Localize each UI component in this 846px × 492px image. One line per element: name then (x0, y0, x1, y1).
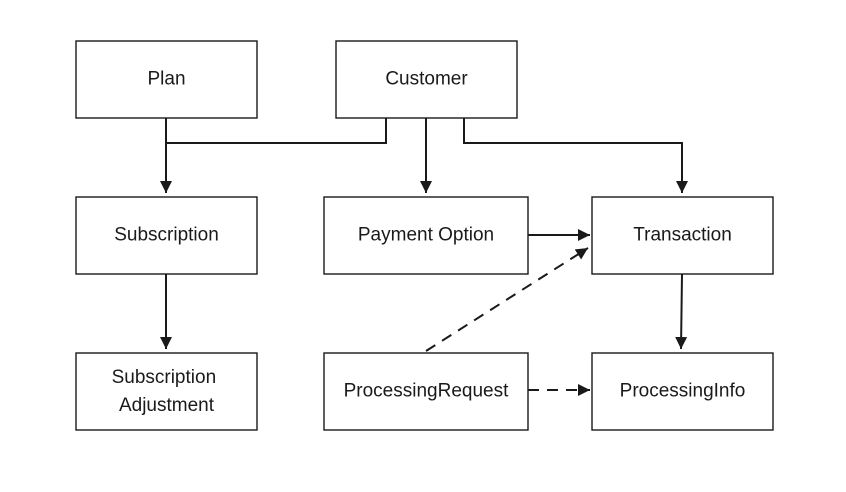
node-plan: Plan (75, 40, 258, 119)
node-subscription-adjustment-line-1: Subscription (112, 367, 217, 388)
node-subscription-adjustment-line-2: Adjustment (119, 395, 215, 416)
edges (160, 118, 688, 396)
node-subscription-label: Subscription (114, 225, 219, 246)
node-payment-option-label: Payment Option (358, 225, 494, 246)
node-processing-request-label: ProcessingRequest (344, 381, 509, 402)
node-processing-info-label: ProcessingInfo (620, 381, 746, 402)
edge-transaction-to-processing-info (675, 273, 688, 350)
node-payment-option: Payment Option (323, 196, 529, 275)
node-customer: Customer (335, 40, 518, 119)
edge-customer-to-transaction (463, 118, 688, 193)
node-transaction-label: Transaction (633, 225, 732, 246)
node-processing-info: ProcessingInfo (591, 352, 774, 431)
edge-processing-request-to-transaction (425, 247, 589, 352)
edge-customer-to-subscription (166, 118, 387, 144)
node-customer-label: Customer (385, 69, 468, 90)
node-transaction: Transaction (591, 196, 774, 275)
node-subscription-adjustment: Subscription Adjustment (75, 352, 258, 431)
node-processing-request: ProcessingRequest (323, 352, 529, 431)
node-subscription: Subscription (75, 196, 258, 275)
node-plan-label: Plan (147, 69, 185, 90)
node-subscription-adjustment-label: Subscription Adjustment (112, 367, 222, 416)
